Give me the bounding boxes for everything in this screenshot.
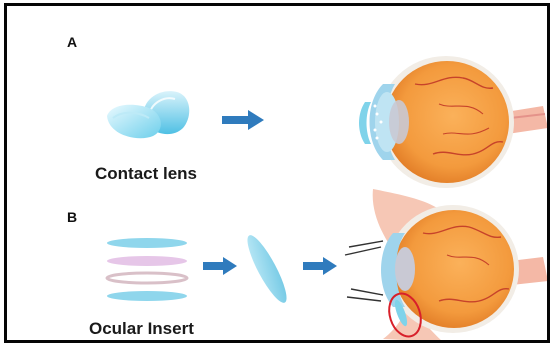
figure-frame: A — [4, 3, 550, 343]
contact-lens-icon — [103, 86, 193, 142]
ocular-insert-disc-icon — [242, 231, 292, 307]
eye-with-ocular-insert-illustration — [343, 189, 548, 342]
caption-contact-lens: Contact lens — [95, 164, 197, 184]
arrow-icon — [222, 110, 264, 130]
arrow-icon — [203, 257, 237, 275]
arrow-icon — [303, 257, 337, 275]
panel-label-b: B — [67, 209, 77, 225]
panel-label-a: A — [67, 34, 77, 50]
caption-ocular-insert: Ocular Insert — [89, 319, 194, 339]
eye-with-contact-lens-illustration — [343, 44, 548, 194]
insert-layers-icon — [103, 235, 191, 305]
